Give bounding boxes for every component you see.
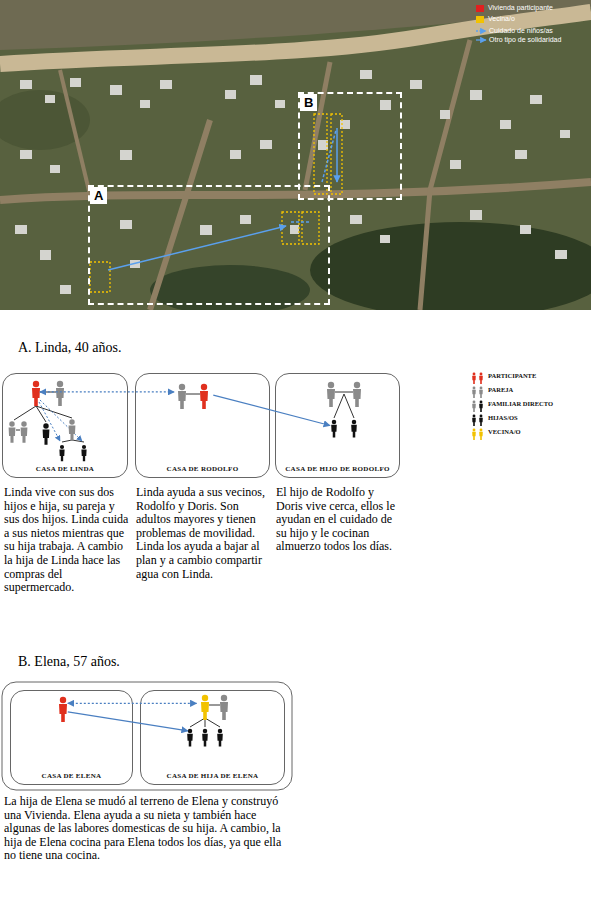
person-icon bbox=[472, 415, 476, 426]
house-label: CASA DE HIJO DE RODOLFO bbox=[276, 465, 399, 473]
legend-text: PAREJA bbox=[488, 386, 513, 393]
person-icon bbox=[472, 429, 476, 440]
legend-swatch bbox=[476, 16, 484, 23]
legend-figure-sample bbox=[470, 385, 486, 399]
legend-text: Vecina/o bbox=[488, 15, 515, 22]
house-box: CASA DE RODOLFO bbox=[135, 373, 270, 478]
legend-line bbox=[476, 30, 486, 31]
house-label: CASA DE HIJA DE ELENA bbox=[141, 772, 284, 780]
description-text: El hijo de Rodolfo y Doris vive cerca, e… bbox=[276, 486, 403, 554]
map-area-box: B bbox=[298, 92, 402, 200]
legend-figure-sample bbox=[470, 399, 486, 413]
legend-text: Cuidado de niños/as bbox=[489, 27, 553, 34]
legend-text: Vivienda participante bbox=[488, 4, 553, 11]
legend-text: HIJAS/OS bbox=[488, 414, 518, 421]
legend-figure-sample bbox=[470, 413, 486, 427]
person-icon bbox=[472, 401, 476, 412]
house-box: CASA DE ELENA bbox=[10, 690, 133, 785]
legend-text: Otro tipo de solidaridad bbox=[489, 36, 561, 43]
legend-line bbox=[476, 39, 486, 40]
house-label: CASA DE ELENA bbox=[11, 772, 132, 780]
person-icon bbox=[479, 373, 483, 384]
area-letter: A bbox=[90, 187, 107, 204]
group-box bbox=[2, 682, 292, 790]
legend-text: VECINA/O bbox=[488, 428, 521, 435]
description-text: La hija de Elena se mudó al terreno de E… bbox=[4, 795, 294, 863]
connector-arrow bbox=[40, 391, 174, 392]
legend-text: PARTICIPANTE bbox=[488, 372, 536, 379]
house-label: CASA DE LINDA bbox=[3, 465, 127, 473]
person-icon bbox=[472, 387, 476, 398]
description-text: Linda ayuda a sus vecinos, Rodolfo y Dor… bbox=[136, 486, 269, 581]
legend-figure-sample bbox=[470, 427, 486, 441]
description-text: Linda vive con sus dos hijos e hija, su … bbox=[4, 486, 131, 595]
house-box: CASA DE HIJO DE RODOLFO bbox=[275, 373, 400, 478]
legend-line-sample bbox=[476, 27, 488, 35]
section-heading: B. Elena, 57 años. bbox=[18, 654, 268, 670]
person-icon bbox=[479, 387, 483, 398]
person-icon bbox=[479, 415, 483, 426]
area-letter: B bbox=[300, 94, 317, 111]
map-area-box: A bbox=[88, 185, 330, 305]
person-icon bbox=[479, 401, 483, 412]
legend-text: FAMILIAR DIRECTO bbox=[488, 400, 553, 407]
person-icon bbox=[479, 429, 483, 440]
connector-arrow bbox=[68, 712, 188, 731]
section-heading: A. Linda, 40 años. bbox=[18, 340, 268, 356]
house-label: CASA DE RODOLFO bbox=[136, 465, 269, 473]
legend-figure-sample bbox=[470, 371, 486, 385]
legend-swatch bbox=[476, 5, 484, 12]
house-box: CASA DE HIJA DE ELENA bbox=[140, 690, 285, 785]
person-icon bbox=[472, 373, 476, 384]
legend-line-sample bbox=[476, 36, 488, 44]
house-box: CASA DE LINDA bbox=[2, 373, 128, 478]
connector-arrow bbox=[213, 395, 330, 425]
